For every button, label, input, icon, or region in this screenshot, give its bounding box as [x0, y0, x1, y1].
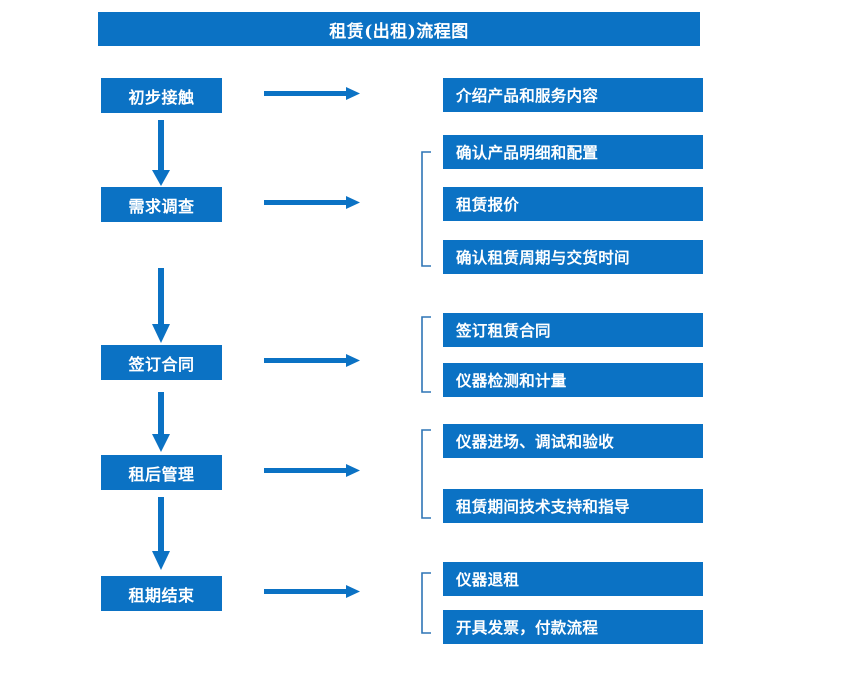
- stage-box-lease-end[interactable]: 租期结束: [101, 576, 222, 611]
- detail-box-invoice-payment[interactable]: 开具发票，付款流程: [443, 610, 703, 644]
- chart-title-bar: 租赁(出租)流程图: [98, 12, 700, 46]
- arrow-down-icon-4: [152, 497, 170, 570]
- arrow-down-icon-2: [152, 268, 170, 343]
- detail-label: 租赁报价: [456, 195, 520, 214]
- stage-box-sign-contract[interactable]: 签订合同: [101, 345, 222, 380]
- arrow-right-icon-1: [264, 87, 360, 100]
- detail-label: 仪器进场、调试和验收: [456, 432, 615, 451]
- arrow-right-icon-5: [264, 585, 360, 598]
- detail-box-confirm-product-details[interactable]: 确认产品明细和配置: [443, 135, 703, 169]
- detail-box-instrument-entry-commissioning[interactable]: 仪器进场、调试和验收: [443, 424, 703, 458]
- arrow-right-icon-3: [264, 354, 360, 367]
- bracket-icon-lease-end: [421, 572, 431, 634]
- stage-label: 需求调查: [128, 196, 195, 216]
- bracket-icon-post-rental: [421, 429, 431, 519]
- detail-box-instrument-inspection[interactable]: 仪器检测和计量: [443, 363, 703, 397]
- bracket-icon-demand-survey: [421, 151, 431, 267]
- detail-label: 开具发票，付款流程: [456, 618, 599, 637]
- arrow-right-icon-2: [264, 196, 360, 209]
- arrow-down-icon-3: [152, 392, 170, 452]
- detail-box-introduce-products[interactable]: 介绍产品和服务内容: [443, 78, 703, 112]
- detail-label: 仪器检测和计量: [456, 371, 567, 390]
- stage-box-preliminary-contact[interactable]: 初步接触: [101, 78, 222, 113]
- arrow-right-icon-4: [264, 464, 360, 477]
- detail-label: 确认租赁周期与交货时间: [456, 248, 630, 267]
- stage-label: 签订合同: [128, 354, 195, 374]
- stage-label: 初步接触: [128, 87, 195, 107]
- stage-label: 租后管理: [128, 464, 195, 484]
- detail-box-confirm-lease-period[interactable]: 确认租赁周期与交货时间: [443, 240, 703, 274]
- detail-label: 介绍产品和服务内容: [456, 86, 599, 105]
- stage-box-demand-survey[interactable]: 需求调查: [101, 187, 222, 222]
- page-title: 租赁(出租)流程图: [329, 21, 469, 42]
- detail-box-sign-lease-agreement[interactable]: 签订租赁合同: [443, 313, 703, 347]
- arrow-down-icon-1: [152, 120, 170, 186]
- detail-box-instrument-return[interactable]: 仪器退租: [443, 562, 703, 596]
- detail-box-technical-support[interactable]: 租赁期间技术支持和指导: [443, 489, 703, 523]
- stage-label: 租期结束: [128, 585, 195, 605]
- detail-label: 确认产品明细和配置: [456, 143, 599, 162]
- detail-label: 签订租赁合同: [456, 321, 551, 340]
- detail-box-rental-quotation[interactable]: 租赁报价: [443, 187, 703, 221]
- detail-label: 仪器退租: [456, 570, 520, 589]
- detail-label: 租赁期间技术支持和指导: [456, 497, 630, 516]
- stage-box-post-rental-management[interactable]: 租后管理: [101, 455, 222, 490]
- bracket-icon-sign-contract: [421, 316, 431, 393]
